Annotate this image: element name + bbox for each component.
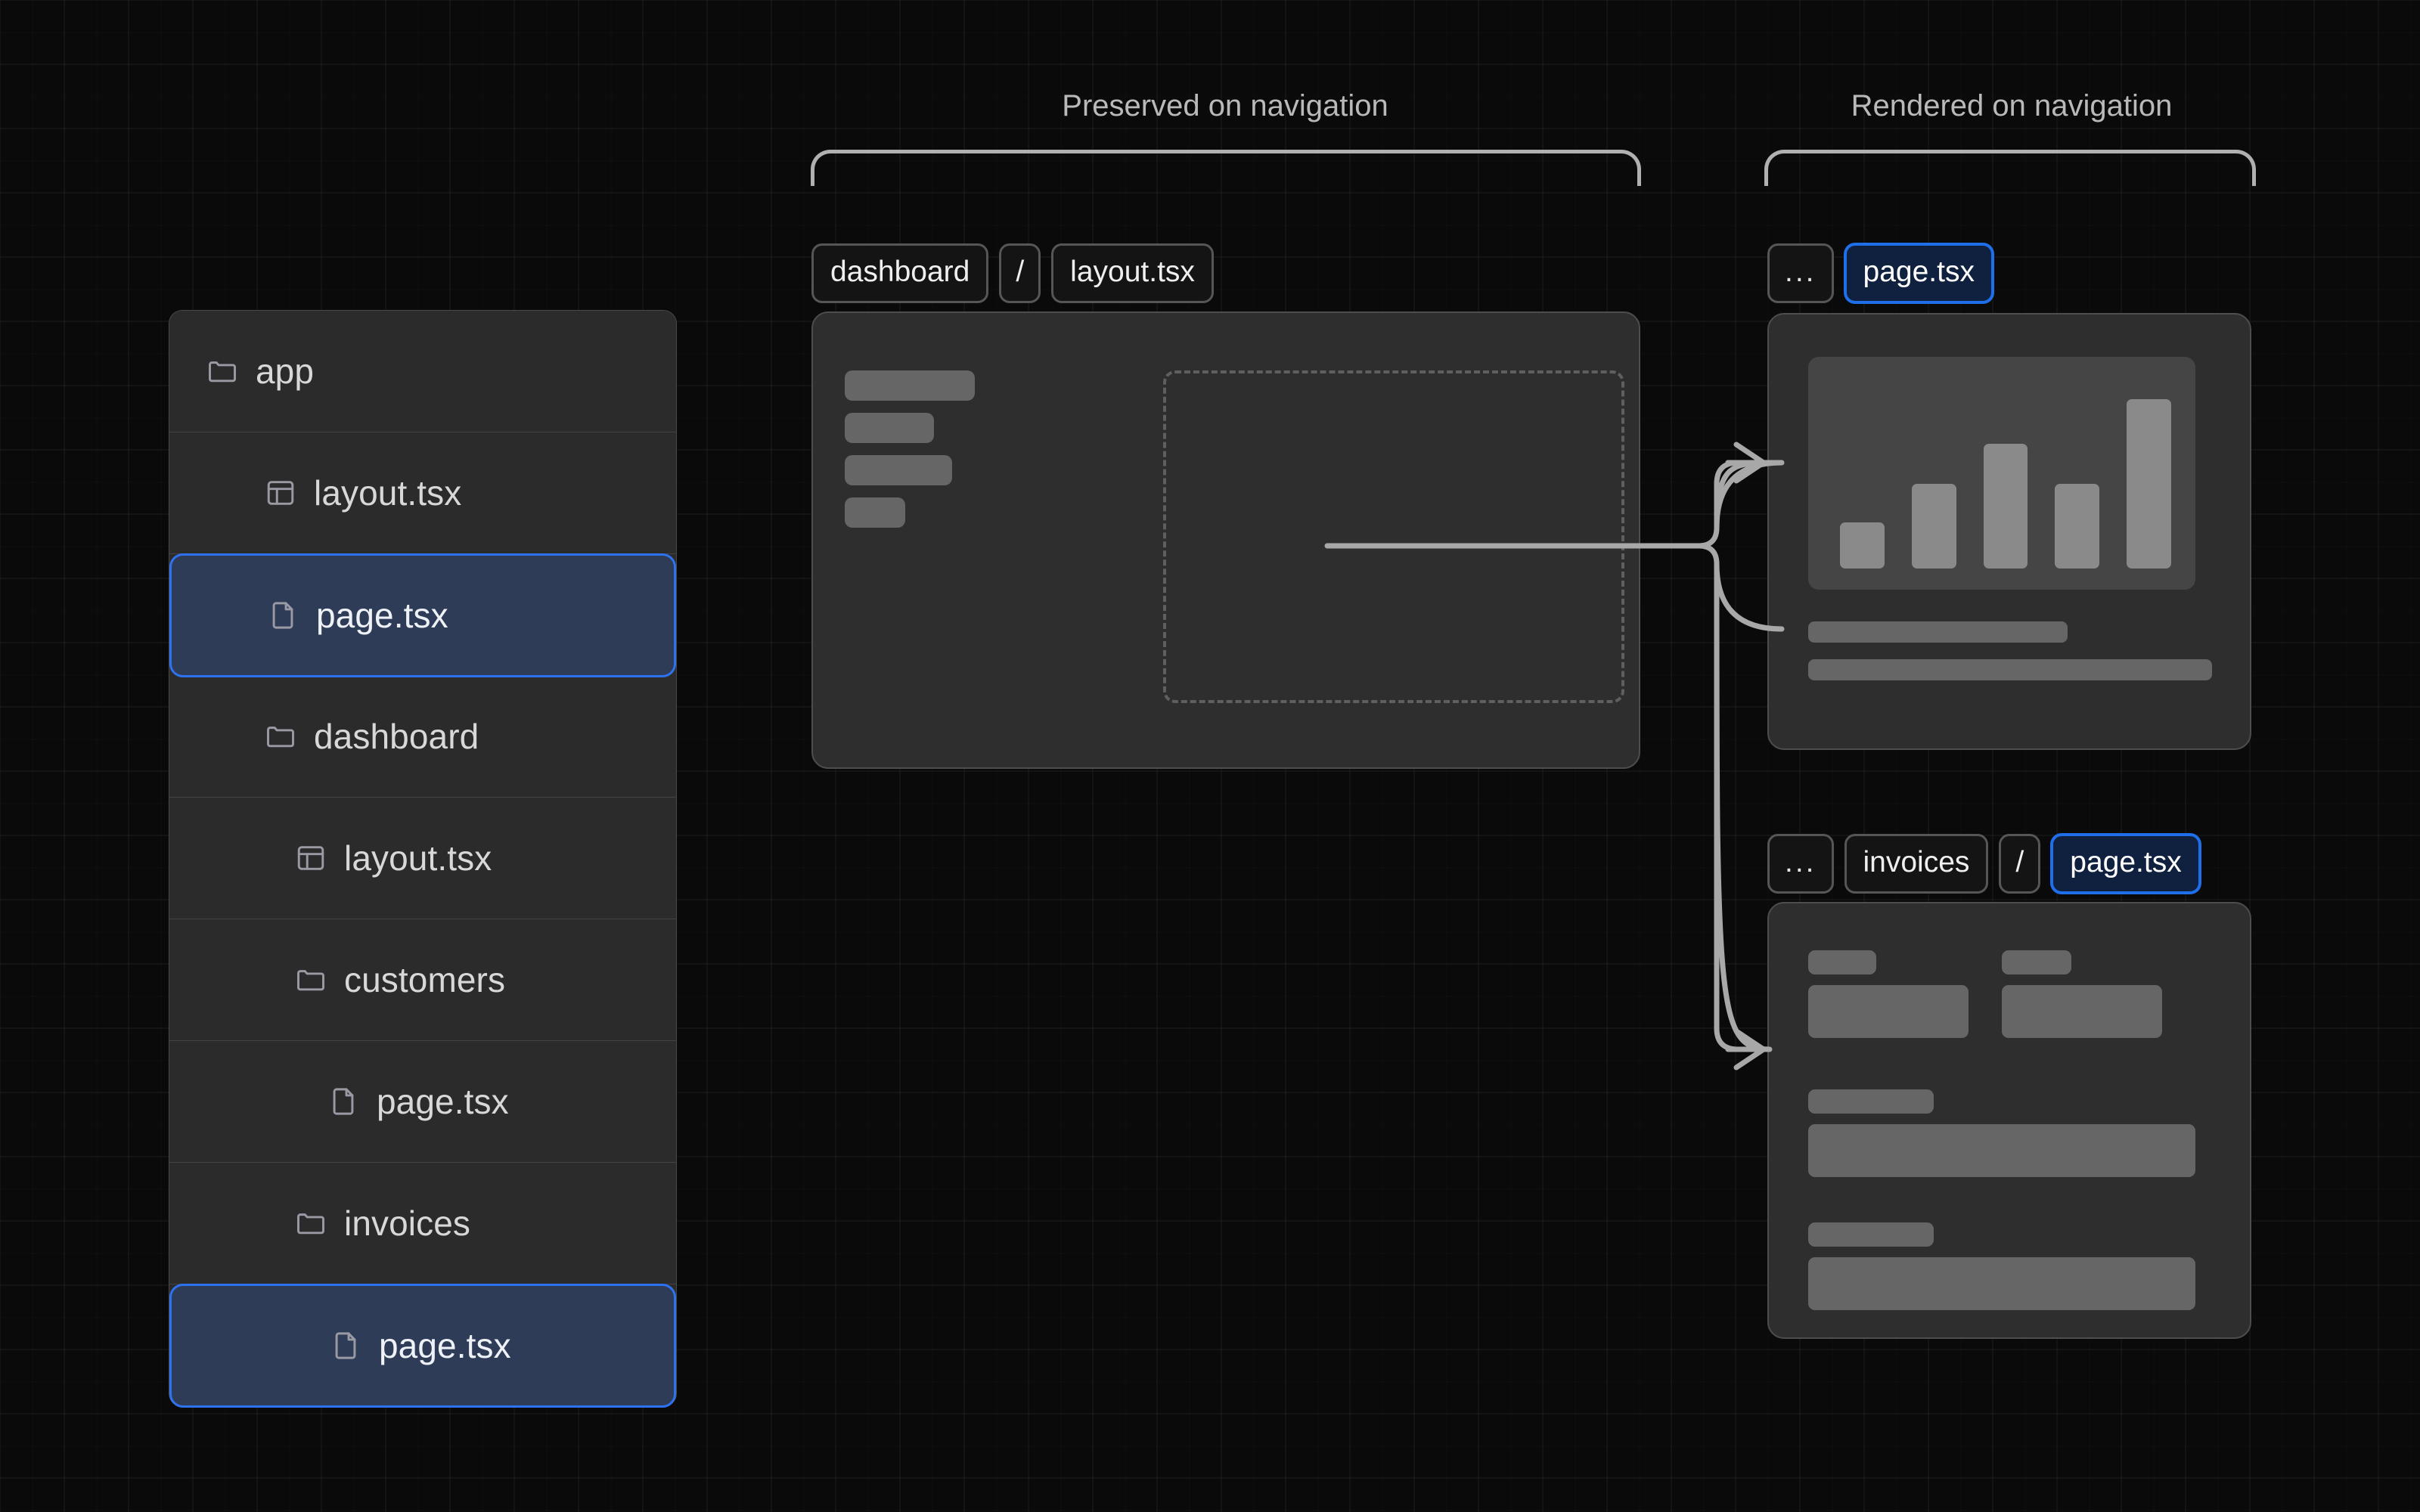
chart-bar (2055, 484, 2100, 569)
form-label-skeleton (1808, 1222, 1934, 1247)
form-label-skeleton (1808, 950, 1876, 974)
form-input-skeleton (1808, 1124, 2195, 1177)
file-icon (327, 1085, 360, 1118)
preserved-column-title: Preserved on navigation (1062, 89, 1388, 122)
folder-icon (206, 355, 239, 388)
breadcrumb-chip-layouttsx[interactable]: layout.tsx (1051, 243, 1214, 303)
tree-row-label: customers (344, 960, 506, 999)
tree-row-label: dashboard (314, 717, 479, 756)
tree-row-dashboard[interactable]: dashboard (169, 676, 676, 798)
form-label-skeleton (2002, 950, 2071, 974)
chart-bar (1983, 443, 2028, 569)
file-icon (329, 1329, 362, 1362)
breadcrumb-chip-[interactable]: / (1999, 834, 2041, 894)
tree-row-label: page.tsx (316, 595, 448, 635)
breadcrumb-preserved[interactable]: dashboard/layout.tsx (811, 243, 1214, 303)
chart-bar (1840, 522, 1885, 569)
form-input-skeleton (1808, 985, 1969, 1038)
breadcrumb-chip-dashboard[interactable]: dashboard (811, 243, 989, 303)
tree-row-page-tsx[interactable]: page.tsx (169, 1283, 676, 1408)
children-slot-placeholder (1163, 370, 1624, 703)
layout-icon (264, 476, 297, 510)
nav-skeleton-bar (845, 497, 905, 528)
invoices-preview-card (1767, 902, 2251, 1339)
breadcrumb-chip-[interactable]: ... (1767, 834, 1834, 894)
chart-bar (2127, 399, 2171, 569)
tree-row-label: layout.tsx (344, 838, 492, 878)
nav-skeleton-bar (845, 370, 975, 401)
tree-row-customers[interactable]: customers (169, 919, 676, 1041)
form-label-skeleton (1808, 1089, 1934, 1114)
layout-icon (294, 841, 327, 875)
folder-icon (294, 1207, 327, 1240)
breadcrumb-chip-[interactable]: ... (1767, 243, 1834, 303)
rendered-brace (1764, 150, 2256, 186)
tree-row-invoices[interactable]: invoices (169, 1163, 676, 1284)
nav-skeleton-bar (845, 413, 934, 443)
dashboard-preview-card (1767, 313, 2251, 750)
breadcrumb-chip-pagetsx[interactable]: page.tsx (2051, 834, 2201, 894)
tree-row-page-tsx[interactable]: page.tsx (169, 1041, 676, 1163)
tree-row-layout-tsx[interactable]: layout.tsx (169, 798, 676, 919)
preserved-brace (811, 150, 1641, 186)
tree-row-page-tsx[interactable]: page.tsx (169, 553, 676, 677)
breadcrumb-chip-pagetsx[interactable]: page.tsx (1844, 243, 1993, 303)
chart-bar (1911, 484, 1956, 569)
tree-row-label: page.tsx (377, 1082, 509, 1121)
rendered-column-title: Rendered on navigation (1851, 89, 2173, 122)
breadcrumb-invoices[interactable]: ...invoices/page.tsx (1767, 834, 2201, 894)
tree-row-label: layout.tsx (314, 473, 462, 513)
folder-icon (264, 720, 297, 753)
dashboard-text-skeleton (1808, 659, 2213, 680)
dashboard-text-skeleton (1808, 621, 2068, 643)
breadcrumb-chip-invoices[interactable]: invoices (1844, 834, 1989, 894)
nav-skeleton-bar (845, 455, 952, 485)
tree-row-app[interactable]: app (169, 311, 676, 432)
tree-row-label: invoices (344, 1204, 470, 1243)
tree-row-label: app (256, 352, 315, 391)
folder-icon (294, 963, 327, 996)
layout-preview-card (811, 311, 1640, 769)
bar-chart-panel (1808, 357, 2195, 590)
form-input-skeleton (2002, 985, 2162, 1038)
breadcrumb-dashboard[interactable]: ...page.tsx (1767, 243, 1993, 303)
file-icon (266, 599, 299, 632)
tree-row-layout-tsx[interactable]: layout.tsx (169, 432, 676, 554)
tree-row-label: page.tsx (379, 1325, 511, 1365)
bar-chart-bars (1840, 376, 2171, 569)
file-tree-panel[interactable]: app layout.tsx page.tsx dashboard layout.tsx… (169, 310, 677, 1408)
form-input-skeleton (1808, 1257, 2195, 1310)
breadcrumb-chip-[interactable]: / (999, 243, 1041, 303)
